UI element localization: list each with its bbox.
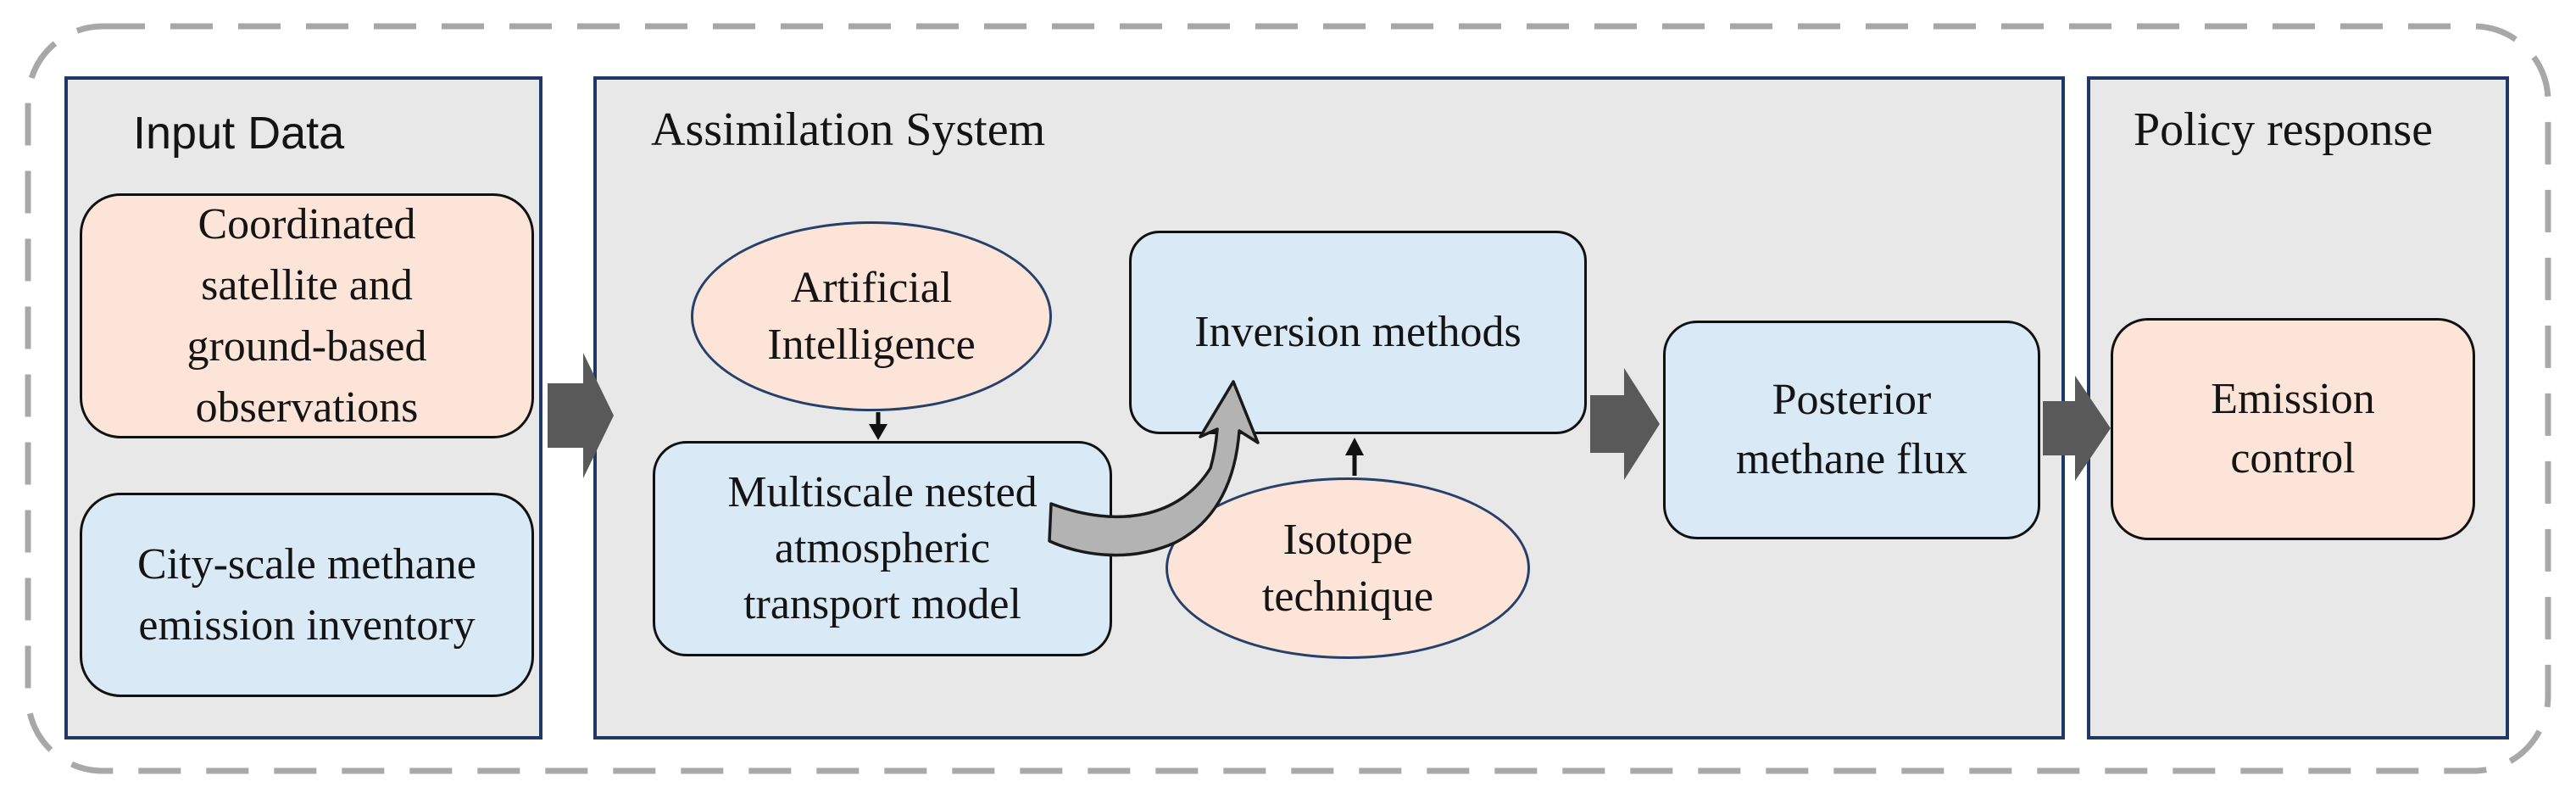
posterior-flux-box: Posterior methane flux (1663, 321, 2040, 539)
emission-line-2: control (2230, 434, 2356, 483)
observations-box: Coordinated satellite and ground-based o… (80, 193, 534, 438)
inversion-label: Inversion methods (1194, 308, 1522, 356)
ai-line-2: Intelligence (767, 321, 976, 369)
posterior-line-2: methane flux (1736, 435, 1967, 483)
inventory-box: City-scale methane emission inventory (80, 493, 534, 697)
emission-control-box: Emission control (2111, 318, 2475, 540)
policy-response-label: Policy response (2134, 103, 2434, 156)
inventory-line-2: emission inventory (138, 600, 476, 650)
emission-line-1: Emission (2211, 375, 2375, 423)
observations-line-2: satellite and (201, 260, 413, 310)
isotope-line-2: technique (1261, 572, 1434, 621)
inversion-methods-box: Inversion methods (1129, 231, 1587, 434)
inventory-line-1: City-scale methane (137, 539, 476, 589)
input-data-label: Input Data (133, 108, 345, 159)
isotope-technique-ellipse: Isotope technique (1166, 477, 1530, 659)
observations-line-4: observations (195, 382, 419, 432)
transport-line-1: Multiscale nested (727, 468, 1038, 516)
ai-line-1: Artificial (790, 264, 953, 312)
transport-model-box: Multiscale nested atmospheric transport … (653, 441, 1112, 656)
transport-line-3: transport model (743, 580, 1021, 628)
assimilation-system-label: Assimilation System (651, 103, 1046, 156)
posterior-line-1: Posterior (1772, 376, 1932, 424)
observations-line-1: Coordinated (198, 199, 416, 248)
isotope-line-1: Isotope (1282, 516, 1413, 564)
transport-line-2: atmospheric (774, 524, 991, 572)
observations-line-3: ground-based (186, 321, 427, 371)
artificial-intelligence-ellipse: Artificial Intelligence (691, 221, 1052, 411)
